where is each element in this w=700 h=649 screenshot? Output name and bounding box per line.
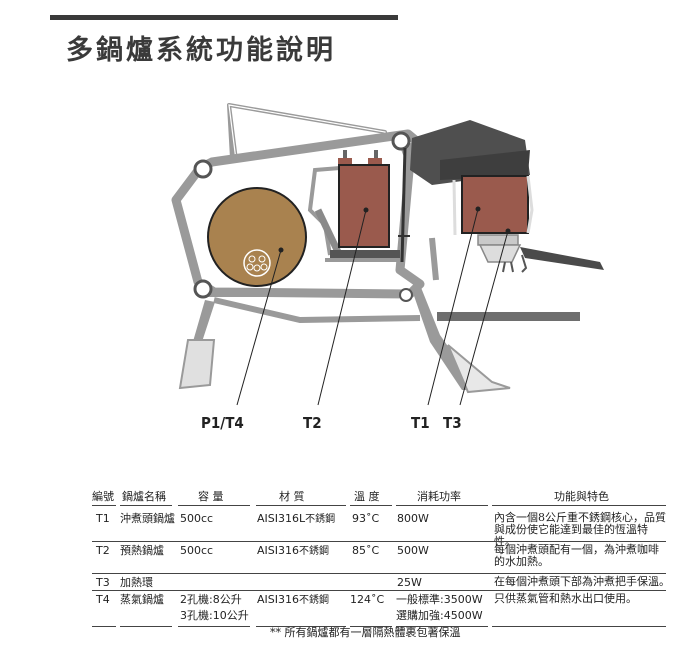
left-leg	[192, 300, 215, 348]
espresso-machine-diagram	[171, 103, 604, 406]
row-name: 加熱環	[120, 576, 153, 589]
leader-t1	[427, 208, 479, 406]
row-temperature: 124˚C	[350, 593, 385, 606]
row-capacity: 500cc	[180, 544, 214, 557]
header-material: 材 質	[279, 490, 305, 503]
table-row: T1 沖煮頭鍋爐 500cc AISI316L不銹鋼 93˚C 800W 內含一…	[92, 512, 666, 548]
row-name: 蒸氣鍋爐	[120, 593, 164, 606]
row-id: T3	[96, 576, 110, 589]
row-power-line-2: 選購加強:4500W	[396, 609, 483, 622]
row-material-code: AISI316L	[257, 512, 306, 525]
row-name: 沖煮頭鍋爐	[120, 512, 175, 525]
row-temperature: 85˚C	[352, 544, 380, 557]
page-title: 多鍋爐系統功能說明	[66, 35, 336, 66]
table-row: T3 加熱環 25W 在每個沖煮頭下部為沖煮把手保溫。	[92, 576, 670, 591]
row-power-line-1: 一般標準:3500W	[396, 593, 483, 606]
row-name: 預熱鍋爐	[120, 544, 164, 557]
row-power: 500W	[397, 544, 429, 557]
brew-boiler-t1	[461, 175, 529, 234]
header-id: 編號	[92, 490, 114, 503]
insulation-footnote: ** 所有鍋爐都有一層隔熱體裹包著保溫	[270, 626, 461, 639]
row-temperature: 93˚C	[352, 512, 380, 525]
row-power: 800W	[397, 512, 429, 525]
callout-t2: T2	[303, 414, 322, 432]
leader-p1t4	[236, 249, 282, 406]
row-material-text: 不銹鋼	[305, 514, 336, 525]
row-id: T2	[96, 544, 110, 557]
row-material-code: AISI316	[257, 593, 299, 606]
row-id: T4	[96, 593, 110, 606]
leader-t2	[317, 209, 367, 406]
callout-t3: T3	[443, 414, 462, 432]
row-feature: 內含一個8公斤重不銹鋼核心，品質與成份使它能達到最佳的恆溫特性。	[494, 511, 666, 548]
row-feature: 只供蒸氣管和熱水出口使用。	[494, 592, 637, 605]
header-capacity: 容 量	[198, 490, 224, 503]
row-feature: 在每個沖煮頭下部為沖煮把手保溫。	[494, 575, 670, 588]
callout-t1: T1	[411, 414, 430, 432]
portafilter-handle	[520, 247, 604, 270]
table-row: T2 預熱鍋爐 500cc AISI316不銹鋼 85˚C 500W 每個沖煮頭…	[92, 544, 666, 574]
row-capacity: 500cc	[180, 512, 214, 525]
title-bar-rule	[50, 15, 398, 20]
row-id: T1	[96, 512, 110, 525]
boiler-spec-table: 編號 鍋爐名稱 容 量 材 質 溫 度 消耗功率 功能與特色 T1 沖煮頭鍋爐 …	[92, 490, 670, 627]
header-temperature: 溫 度	[354, 490, 380, 503]
right-leg	[412, 285, 500, 390]
table-row: T4 蒸氣鍋爐 2孔機:8公升 3孔機:10公升 AISI316不銹鋼 124˚…	[92, 593, 666, 627]
preheat-boiler-t2	[338, 164, 390, 248]
drip-tray	[437, 312, 580, 321]
header-power: 消耗功率	[417, 490, 461, 503]
steam-boiler-t4	[207, 187, 307, 287]
header-name: 鍋爐名稱	[122, 490, 166, 503]
row-power: 25W	[397, 576, 422, 589]
callout-p1-t4: P1/T4	[201, 414, 244, 432]
row-capacity-line-1: 2孔機:8公升	[180, 593, 242, 606]
table-header: 編號 鍋爐名稱 容 量 材 質 溫 度 消耗功率 功能與特色	[92, 490, 666, 508]
row-material-code: AISI316	[257, 544, 299, 557]
row-material-text: 不銹鋼	[299, 595, 329, 606]
row-material-text: 不銹鋼	[299, 546, 329, 557]
row-feature: 每個沖煮頭配有一個，為沖煮咖啡的水加熱。	[494, 543, 659, 568]
leader-t3	[459, 230, 509, 406]
row-capacity-line-2: 3孔機:10公升	[180, 609, 249, 622]
header-feature: 功能與特色	[554, 490, 609, 503]
